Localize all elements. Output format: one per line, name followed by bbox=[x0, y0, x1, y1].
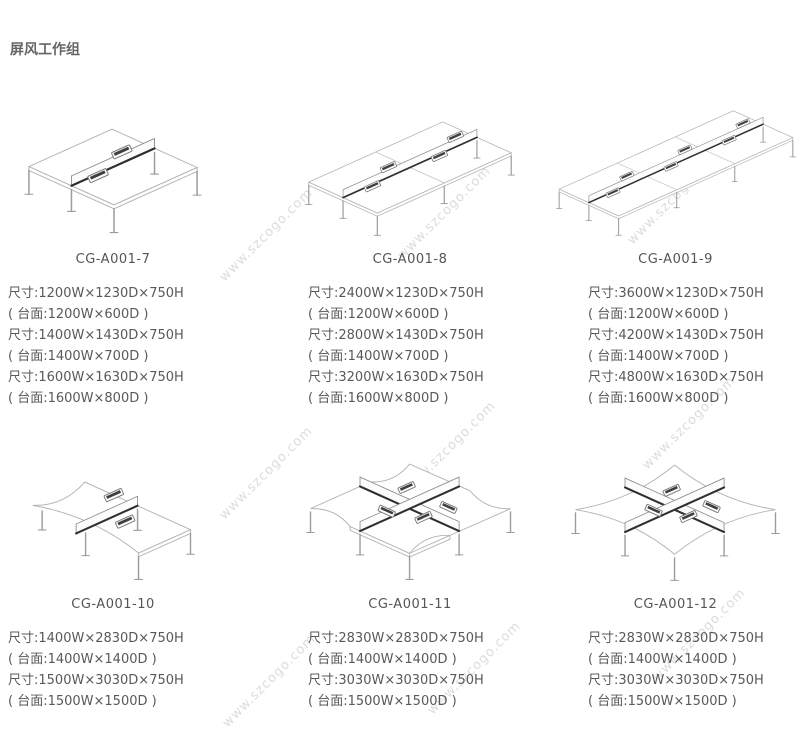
spec-line: 尺寸:3200W×1630D×750H bbox=[308, 370, 484, 385]
product-specs: 尺寸:1400W×2830D×750H ( 台面:1400W×1400D ) 尺… bbox=[8, 628, 218, 712]
workstation-drawing-cg-a001-10[interactable] bbox=[8, 415, 218, 583]
spec-line: 尺寸:3030W×3030D×750H bbox=[588, 673, 764, 688]
isometric-desk-2-seat-icon bbox=[24, 128, 202, 234]
spec-line: 尺寸:2830W×2830D×750H bbox=[588, 631, 764, 646]
spec-line: 尺寸:2800W×1430D×750H bbox=[308, 328, 484, 343]
spec-line: ( 台面:1400W×700D ) bbox=[8, 349, 149, 364]
isometric-desk-4-seat-icon bbox=[305, 121, 515, 236]
product-card-cg-a001-8: CG-A001-8 尺寸:2400W×1230D×750H ( 台面:1200W… bbox=[300, 70, 520, 409]
spec-line: 尺寸:1200W×1230D×750H bbox=[8, 286, 184, 301]
product-model[interactable]: CG-A001-7 bbox=[75, 252, 151, 267]
product-specs: 尺寸:2830W×2830D×750H ( 台面:1400W×1400D ) 尺… bbox=[578, 628, 773, 712]
product-model[interactable]: CG-A001-8 bbox=[372, 252, 448, 267]
spec-line: ( 台面:1200W×600D ) bbox=[8, 307, 149, 322]
spec-line: 尺寸:2830W×2830D×750H bbox=[308, 631, 484, 646]
spec-line: ( 台面:1400W×1400D ) bbox=[308, 652, 457, 667]
spec-line: 尺寸:3030W×3030D×750H bbox=[308, 673, 484, 688]
spec-line: 尺寸:1500W×3030D×750H bbox=[8, 673, 184, 688]
spec-line: ( 台面:1600W×800D ) bbox=[308, 391, 449, 406]
spec-line: ( 台面:1600W×800D ) bbox=[588, 391, 729, 406]
spec-line: ( 台面:1500W×1500D ) bbox=[308, 694, 457, 709]
spec-line: ( 台面:1500W×1500D ) bbox=[588, 694, 737, 709]
spec-line: ( 台面:1400W×700D ) bbox=[588, 349, 729, 364]
spec-line: ( 台面:1200W×600D ) bbox=[588, 307, 729, 322]
product-card-cg-a001-12: CG-A001-12 尺寸:2830W×2830D×750H ( 台面:1400… bbox=[571, 415, 780, 712]
workstation-drawing-cg-a001-8[interactable] bbox=[300, 70, 520, 238]
spec-line: 尺寸:2400W×1230D×750H bbox=[308, 286, 484, 301]
spec-line: ( 台面:1600W×800D ) bbox=[8, 391, 149, 406]
product-specs: 尺寸:2830W×2830D×750H ( 台面:1400W×1400D ) 尺… bbox=[300, 628, 520, 712]
spec-line: 尺寸:1600W×1630D×750H bbox=[8, 370, 184, 385]
workstation-drawing-cg-a001-7[interactable] bbox=[8, 70, 218, 238]
spec-line: 尺寸:1400W×2830D×750H bbox=[8, 631, 184, 646]
spec-line: ( 台面:1400W×1400D ) bbox=[588, 652, 737, 667]
product-card-cg-a001-9: CG-A001-9 尺寸:3600W×1230D×750H ( 台面:1200W… bbox=[555, 70, 796, 409]
workstation-drawing-cg-a001-12[interactable] bbox=[571, 415, 780, 583]
spec-line: ( 台面:1400W×1400D ) bbox=[8, 652, 157, 667]
page-title: 屏风工作组 bbox=[10, 42, 80, 59]
product-model[interactable]: CG-A001-10 bbox=[71, 597, 155, 612]
workstation-drawing-cg-a001-11[interactable] bbox=[300, 415, 520, 583]
spec-line: 尺寸:4200W×1430D×750H bbox=[588, 328, 764, 343]
product-model[interactable]: CG-A001-12 bbox=[633, 597, 718, 612]
spec-line: ( 台面:1200W×600D ) bbox=[308, 307, 449, 322]
spec-line: 尺寸:3600W×1230D×750H bbox=[588, 286, 764, 301]
isometric-desk-cross-4-seat-icon bbox=[305, 463, 515, 581]
product-specs: 尺寸:2400W×1230D×750H ( 台面:1200W×600D ) 尺寸… bbox=[300, 283, 520, 409]
spec-line: ( 台面:1500W×1500D ) bbox=[8, 694, 157, 709]
product-specs: 尺寸:3600W×1230D×750H ( 台面:1200W×600D ) 尺寸… bbox=[578, 283, 773, 409]
product-model[interactable]: CG-A001-11 bbox=[368, 597, 452, 612]
product-card-cg-a001-11: CG-A001-11 尺寸:2830W×2830D×750H ( 台面:1400… bbox=[300, 415, 520, 712]
spec-line: ( 台面:1400W×700D ) bbox=[308, 349, 449, 364]
isometric-desk-6-seat-icon bbox=[555, 110, 796, 237]
spec-line: 尺寸:4800W×1630D×750H bbox=[588, 370, 764, 385]
workstation-drawing-cg-a001-9[interactable] bbox=[555, 70, 796, 238]
product-model[interactable]: CG-A001-9 bbox=[638, 252, 713, 267]
spec-line: 尺寸:1400W×1430D×750H bbox=[8, 328, 184, 343]
product-specs: 尺寸:1200W×1230D×750H ( 台面:1200W×600D ) 尺寸… bbox=[8, 283, 218, 409]
isometric-desk-clover-4-seat-icon bbox=[571, 463, 780, 581]
isometric-desk-l-shape-2-seat-icon bbox=[32, 481, 195, 581]
product-card-cg-a001-10: CG-A001-10 尺寸:1400W×2830D×750H ( 台面:1400… bbox=[8, 415, 218, 712]
product-card-cg-a001-7: CG-A001-7 尺寸:1200W×1230D×750H ( 台面:1200W… bbox=[8, 70, 218, 409]
